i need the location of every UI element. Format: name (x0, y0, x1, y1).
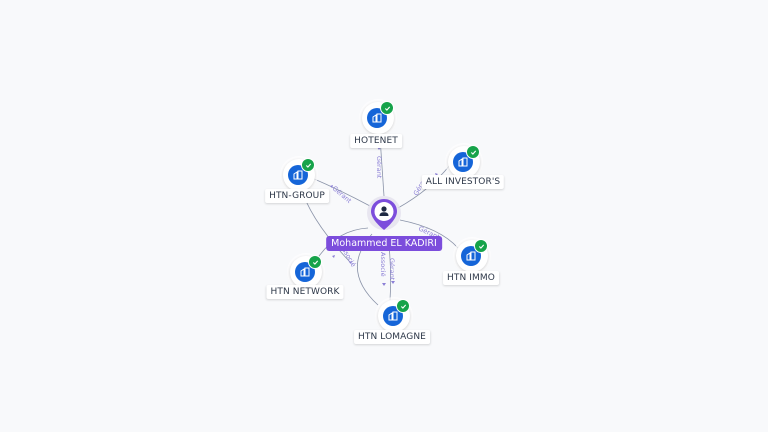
company-node-hotenet[interactable] (358, 98, 398, 138)
person-name-label[interactable]: Mohammed EL KADIRI (326, 236, 442, 251)
edge-htn-immo (399, 219, 459, 249)
company-node-htn-immo[interactable] (452, 236, 492, 276)
verified-check-icon (380, 101, 394, 115)
edge-label: Gérant (331, 184, 354, 205)
company-label-htn-lomagne[interactable]: HTN LOMAGNE (354, 330, 430, 344)
person-icon (379, 206, 389, 216)
company-label-htn-network[interactable]: HTN NETWORK (266, 285, 344, 299)
verified-check-icon (396, 299, 410, 313)
company-node-htn-lomagne[interactable] (374, 296, 414, 336)
verified-check-icon (308, 255, 322, 269)
edge-htn-group (311, 177, 371, 207)
company-label-htn-group[interactable]: HTN-GROUP (265, 189, 329, 203)
person-node[interactable] (366, 196, 402, 236)
edge-arrow (332, 255, 335, 258)
company-node-htn-network[interactable] (286, 252, 326, 292)
edge-label: Gérant (388, 258, 396, 281)
edge-arrow (382, 283, 386, 286)
verified-check-icon (301, 158, 315, 172)
company-label-all-investors[interactable]: ALL INVESTOR'S (421, 175, 505, 189)
edge-arrow (391, 281, 395, 284)
edge-label: Gérant (375, 156, 383, 179)
company-node-all-investors[interactable] (444, 142, 484, 182)
edge-label: Associé (379, 252, 387, 277)
company-node-htn-group[interactable] (279, 155, 319, 195)
company-label-htn-immo[interactable]: HTN IMMO (443, 271, 499, 285)
edge-arrow (330, 185, 333, 188)
verified-check-icon (466, 145, 480, 159)
company-label-hotenet[interactable]: HOTENET (350, 134, 402, 148)
verified-check-icon (474, 239, 488, 253)
edge-arrow (349, 261, 352, 264)
